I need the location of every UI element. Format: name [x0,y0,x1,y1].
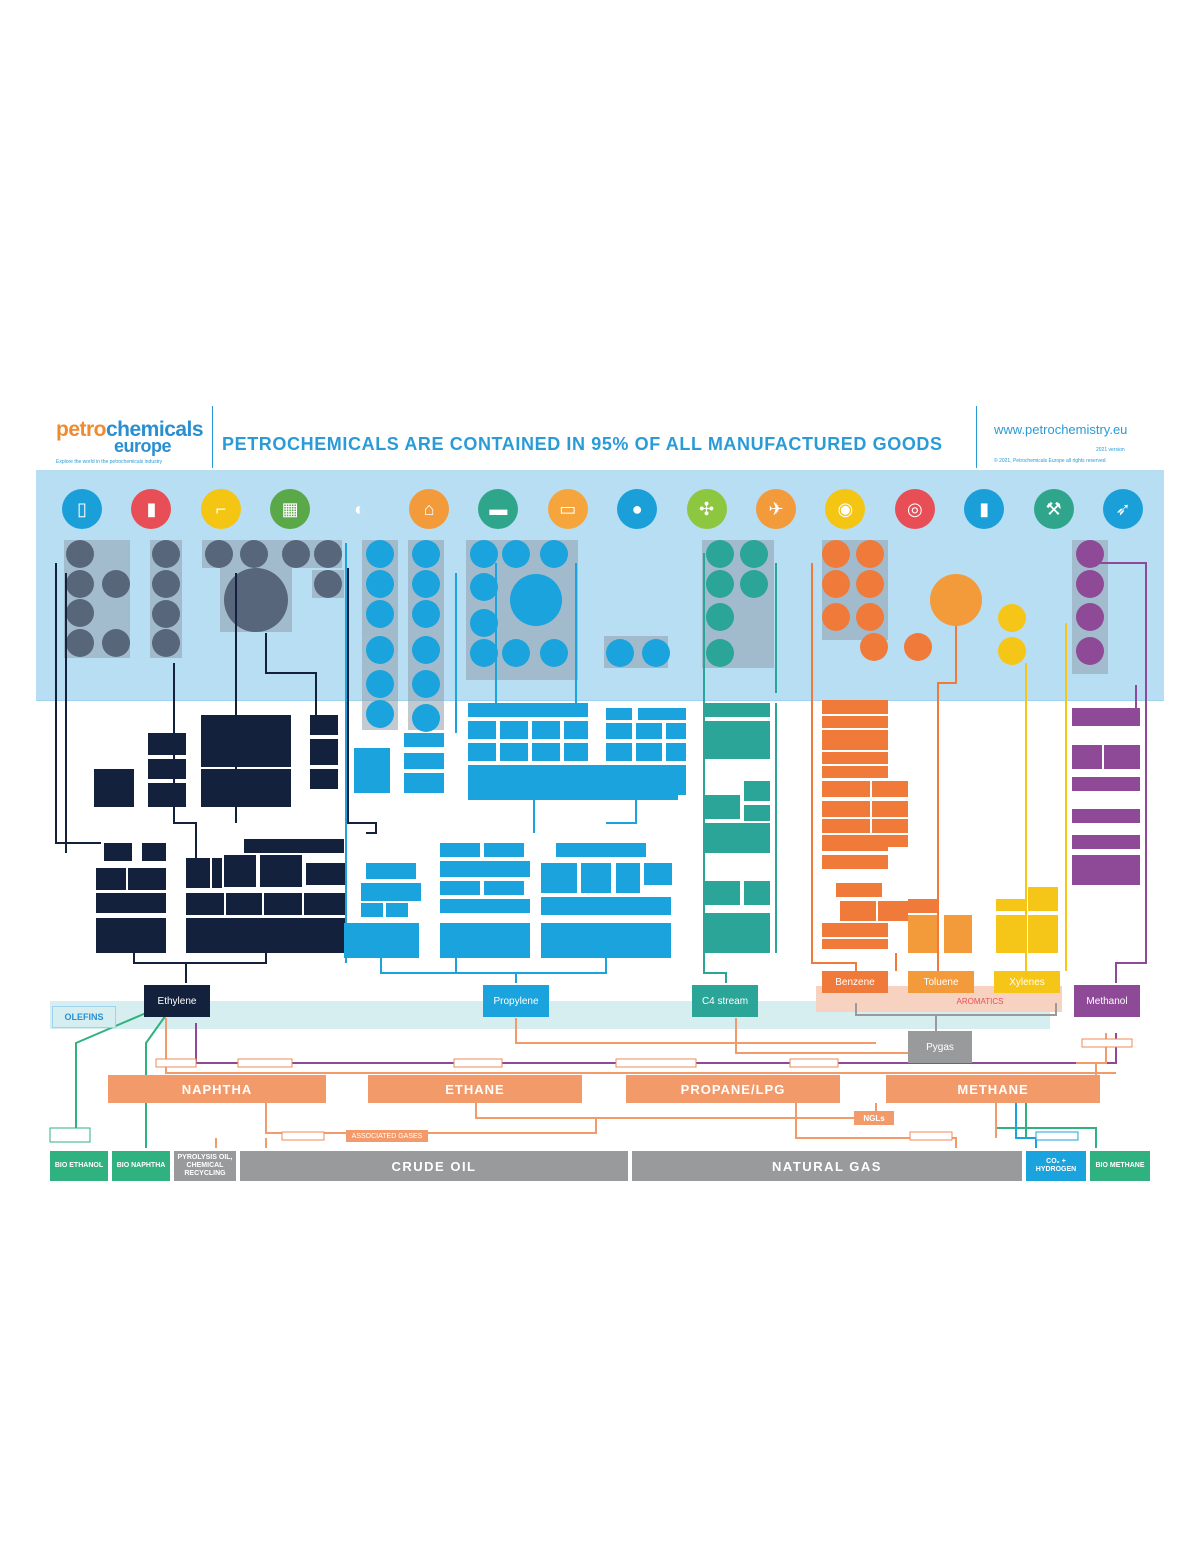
aromatics-label: AROMATICS [956,996,1004,1006]
ethane-box: ETHANE [368,1075,582,1103]
naphtha-box: NAPHTHA [108,1075,326,1103]
logo-tagline: Explore the world in the petrochemicals … [56,459,163,465]
bottle-icon: ▮ [131,489,172,529]
paint-roller-icon: ▭ [547,489,588,529]
propylene-derivatives [344,540,686,958]
propylene-hub: Propylene [483,985,549,1017]
logo-text-1: petro [56,418,107,441]
bicycle-icon: ◎ [894,489,935,529]
poster: petrochemicals europe Explore the world … [36,403,1164,1193]
ethylene-derivatives [94,715,346,953]
rocket-icon: ➶ [1103,489,1143,529]
page-title: PETROCHEMICALS ARE CONTAINED IN 95% OF A… [222,434,943,454]
methanol-derivatives [1072,540,1140,885]
toluene-hub: Toluene [908,971,974,993]
pygas-hub: Pygas [908,1031,972,1063]
flow-diagram [49,540,1147,1148]
logo-text-2: chemicals [106,418,204,441]
food-icon: ◐ [339,489,380,529]
header-divider-left [212,406,213,468]
propane-lpg-box: PROPANE/LPG [626,1075,840,1103]
associated-gases-label: ASSOCIATED GASES [346,1130,428,1142]
car-icon: ▬ [478,489,519,529]
co2-hydrogen-box: CO₂ + HYDROGEN [1026,1151,1086,1181]
bio-naphtha-box: BIO NAPHTHA [112,1151,170,1181]
airplane-icon: ✈ [756,489,796,529]
solar-panel-icon: ▦ [270,489,311,529]
pills-icon: ● [617,489,658,529]
version-text: 2021 version [1096,447,1125,453]
c4-derivatives [704,540,770,953]
lower-band [36,700,1164,701]
website-link[interactable]: www.petrochemistry.eu [994,422,1128,437]
ngls-box: NGLs [854,1111,894,1125]
methanol-hub: Methanol [1074,985,1140,1017]
header-divider-right [976,406,977,468]
bio-methane-box: BIO METHANE [1090,1151,1150,1181]
benzene-hub: Benzene [822,971,888,993]
wind-turbine-icon: ✣ [686,489,727,529]
detergent-icon: ▮ [964,489,1005,529]
methane-box: METHANE [886,1075,1100,1103]
bio-ethanol-box: BIO ETHANOL [50,1151,108,1181]
c4-stream-hub: C4 stream [692,985,758,1017]
aromatics-derivatives [822,540,982,993]
xylenes-hub: Xylenes [994,971,1060,993]
product-backdrops [64,540,1108,730]
copyright-text: © 2021, Petrochemicals Europe all rights… [994,458,1106,464]
sneaker-icon: ⌐ [200,489,241,529]
natural-gas-box: NATURAL GAS [632,1151,1022,1181]
ethylene-hub: Ethylene [144,985,210,1017]
pipe-labels [49,1038,1133,1143]
tools-icon: ⚒ [1033,489,1074,529]
logo-text-3: europe [114,436,172,456]
building-icon: ⌂ [409,489,449,529]
crude-oil-box: CRUDE OIL [240,1151,628,1181]
sunglasses-icon: ◉ [825,489,866,529]
olefins-label: OLEFINS [52,1006,116,1028]
smartphone-icon: ▯ [62,489,102,529]
logo: petrochemicals europe Explore the world … [56,418,216,468]
pyrolysis-box: PYROLYSIS OIL, CHEMICAL RECYCLING [174,1151,236,1181]
